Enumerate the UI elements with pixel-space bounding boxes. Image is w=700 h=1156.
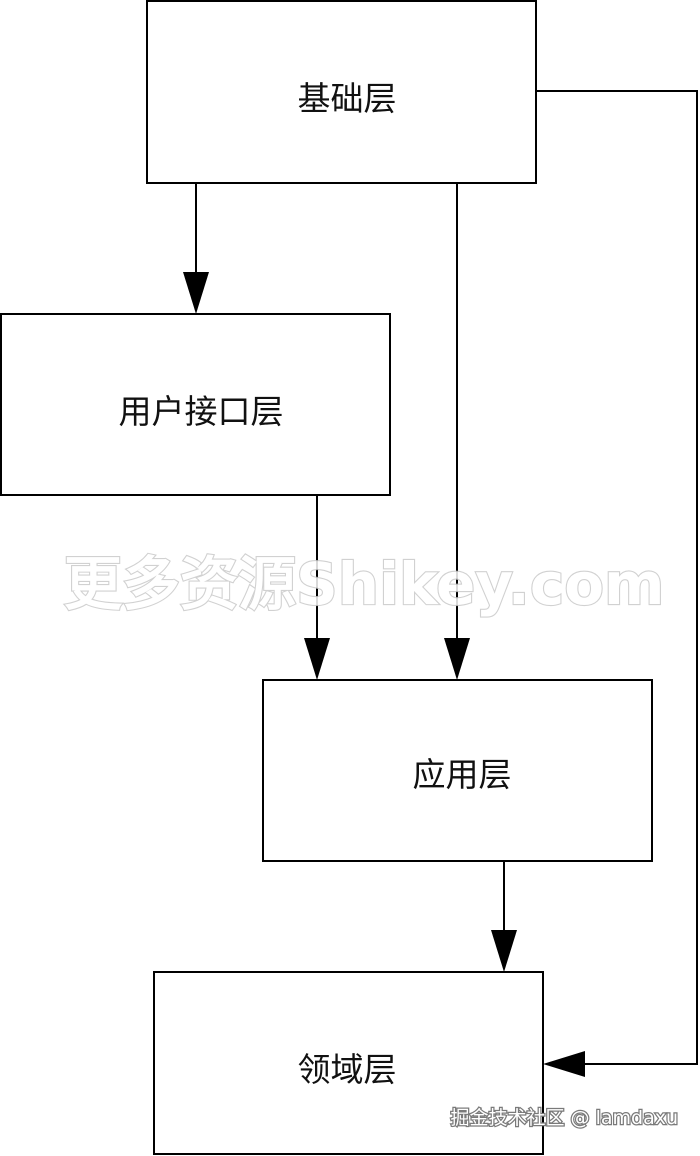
infrastructure-layer-box bbox=[146, 0, 537, 184]
arrowhead-icon bbox=[444, 638, 470, 680]
arrowhead-icon bbox=[543, 1051, 585, 1077]
domain-layer-label: 领域层 bbox=[298, 1050, 397, 1089]
user-interface-layer-label: 用户接口层 bbox=[119, 392, 284, 431]
credit-text: 掘金技术社区 @ lamdaxu bbox=[451, 1107, 679, 1129]
edge-user-interface-to-application bbox=[304, 495, 330, 680]
arrowhead-icon bbox=[183, 272, 209, 314]
infrastructure-layer-label: 基础层 bbox=[298, 79, 397, 118]
application-layer-label: 应用层 bbox=[413, 755, 512, 794]
edge-infrastructure-to-application bbox=[444, 183, 470, 680]
user-interface-layer-box bbox=[0, 313, 391, 496]
application-layer-box bbox=[262, 679, 653, 862]
watermark-text: 更多资源Shikey.com bbox=[64, 550, 664, 618]
arrowhead-icon bbox=[304, 638, 330, 680]
edge-infrastructure-to-user-interface bbox=[183, 183, 209, 314]
arrowhead-icon bbox=[491, 930, 517, 972]
edge-infrastructure-to-domain bbox=[536, 90, 698, 1077]
edge-application-to-domain bbox=[491, 861, 517, 972]
domain-layer-box bbox=[153, 971, 544, 1155]
